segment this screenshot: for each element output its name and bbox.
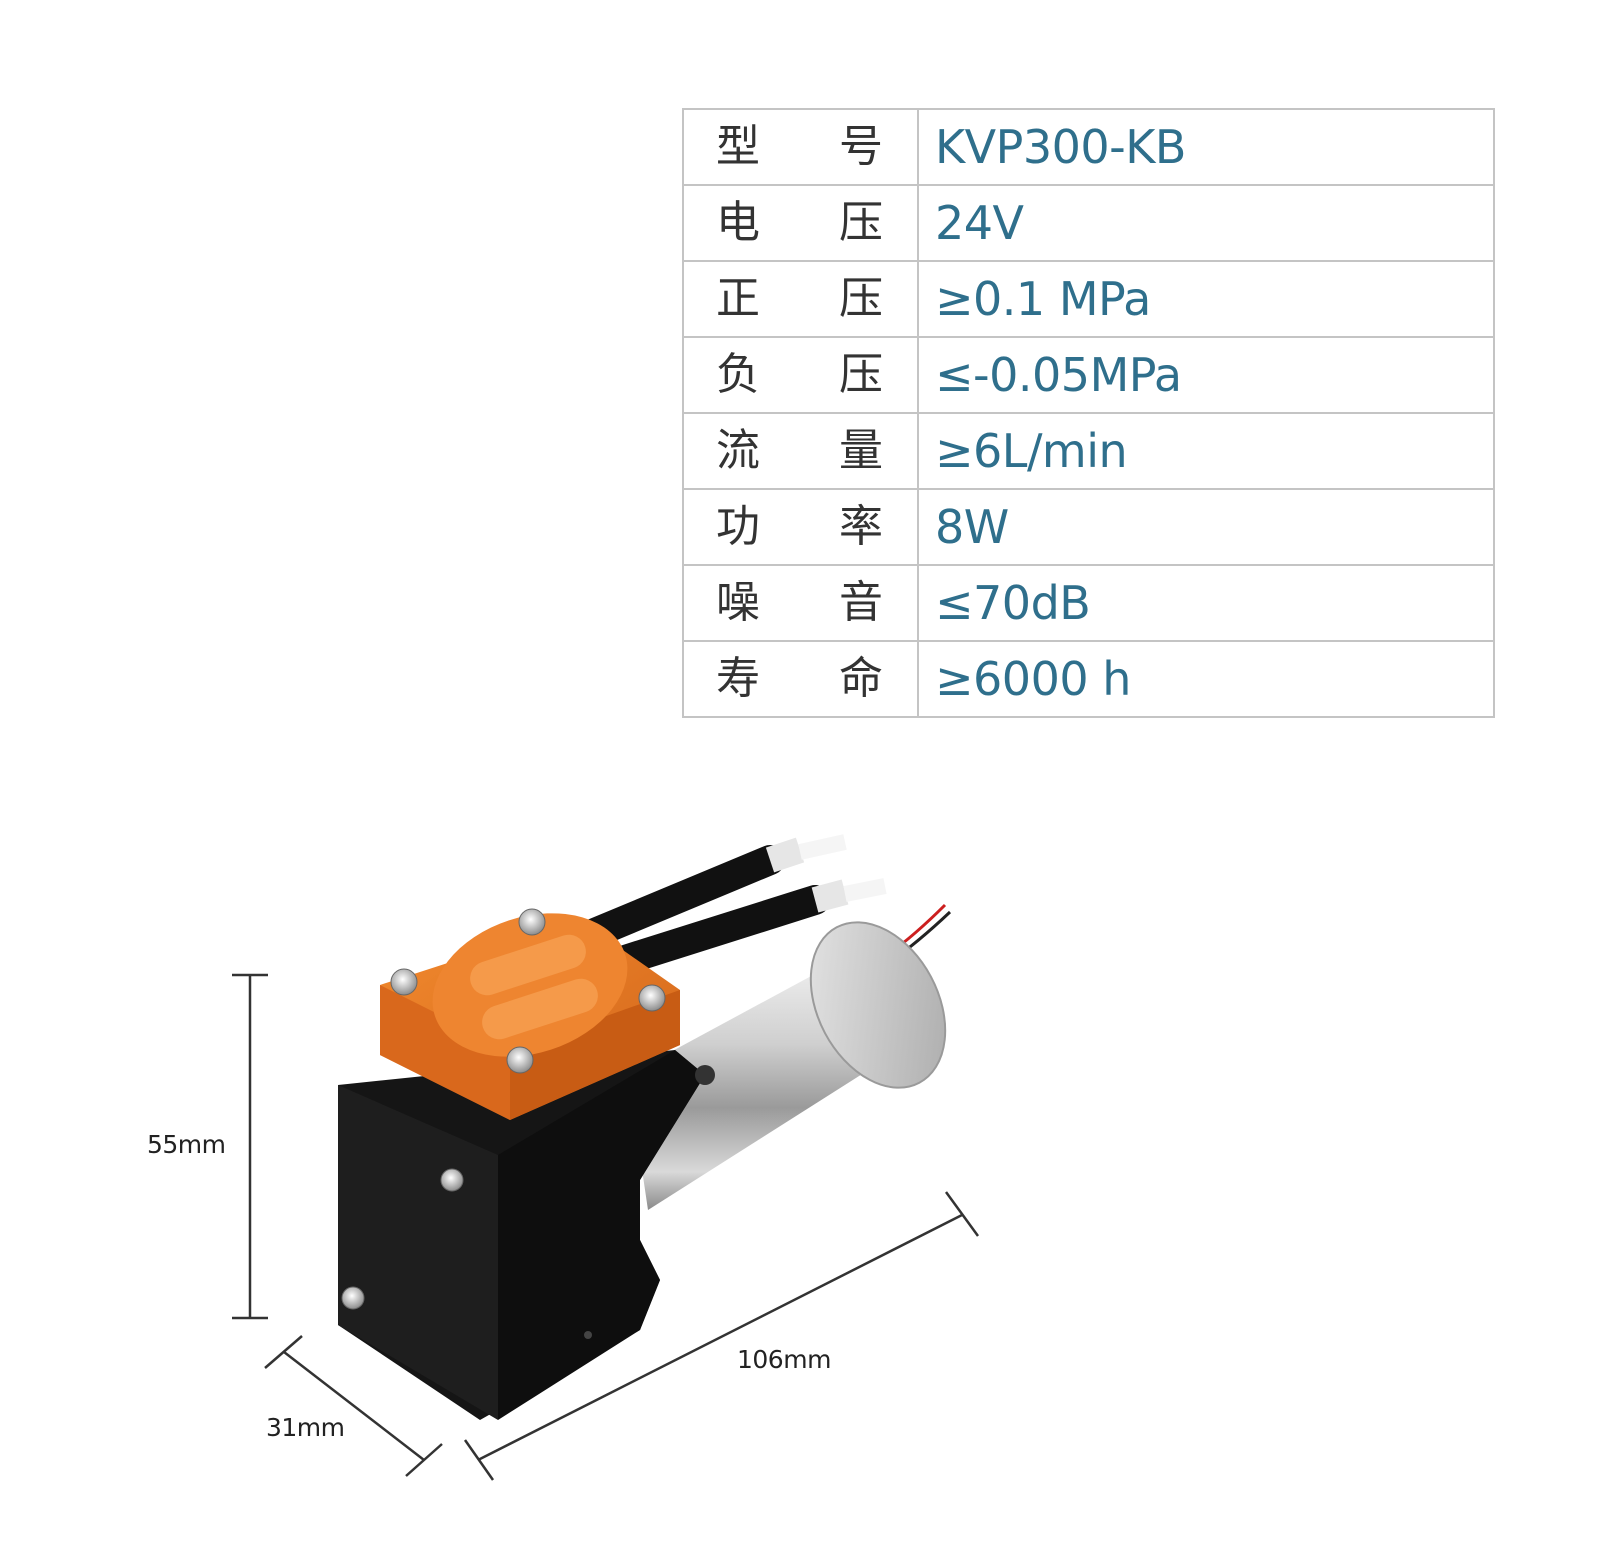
spec-label-char: 命 [839, 653, 883, 704]
spec-row-flow: 流量 ≥6L/min [682, 412, 1495, 490]
motor-cylinder [628, 921, 947, 1210]
spec-label-char: 流 [716, 425, 760, 476]
screws [341, 908, 666, 1339]
spec-label-char: 型 [716, 121, 760, 172]
spec-value: ≤70dB [917, 564, 1495, 642]
spec-label-char: 寿 [716, 653, 760, 704]
pump-body [338, 1050, 715, 1420]
spec-label: 型号 [682, 108, 919, 186]
spec-table: 型号 KVP300-KB 电压 24V 正压 ≥0.1 MPa 负压 ≤-0.0… [682, 108, 1495, 718]
spec-row-negative-pressure: 负压 ≤-0.05MPa [682, 336, 1495, 414]
spec-label: 正压 [682, 260, 919, 338]
spec-label-char: 号 [839, 121, 883, 172]
pump-illustration [232, 834, 980, 1481]
spec-value: ≥6L/min [917, 412, 1495, 490]
tubes [575, 834, 887, 975]
spec-label-char: 电 [716, 197, 760, 248]
dimension-height-label: 55mm [147, 1130, 226, 1159]
spec-row-model: 型号 KVP300-KB [682, 108, 1495, 186]
spec-label: 寿命 [682, 640, 919, 718]
spec-label-char: 量 [839, 425, 883, 476]
spec-value: 8W [917, 488, 1495, 566]
spec-label-char: 功 [716, 501, 760, 552]
spec-label: 流量 [682, 412, 919, 490]
spec-label-char: 率 [839, 501, 883, 552]
pump-figure: 55mm 31mm 106mm [0, 780, 1600, 1557]
spec-label-char: 压 [839, 273, 883, 324]
spec-label-char: 正 [716, 273, 760, 324]
spec-row-positive-pressure: 正压 ≥0.1 MPa [682, 260, 1495, 338]
spec-row-lifespan: 寿命 ≥6000 h [682, 640, 1495, 718]
spec-value: ≥0.1 MPa [917, 260, 1495, 338]
spec-label: 电压 [682, 184, 919, 262]
dimension-depth-label: 31mm [266, 1413, 345, 1442]
spec-value: KVP300-KB [917, 108, 1495, 186]
spec-label-char: 音 [839, 577, 883, 628]
spec-row-power: 功率 8W [682, 488, 1495, 566]
spec-row-noise: 噪音 ≤70dB [682, 564, 1495, 642]
spec-label-char: 噪 [716, 577, 760, 628]
spec-row-voltage: 电压 24V [682, 184, 1495, 262]
spec-label: 负压 [682, 336, 919, 414]
dimension-length-label: 106mm [737, 1345, 831, 1374]
spec-value: 24V [917, 184, 1495, 262]
dimension-lines [232, 973, 980, 1481]
spec-label: 功率 [682, 488, 919, 566]
spec-label-char: 负 [716, 349, 760, 400]
spec-value: ≤-0.05MPa [917, 336, 1495, 414]
pump-head [380, 913, 680, 1120]
spec-label: 噪音 [682, 564, 919, 642]
spec-value: ≥6000 h [917, 640, 1495, 718]
spec-label-char: 压 [839, 197, 883, 248]
spec-label-char: 压 [839, 349, 883, 400]
